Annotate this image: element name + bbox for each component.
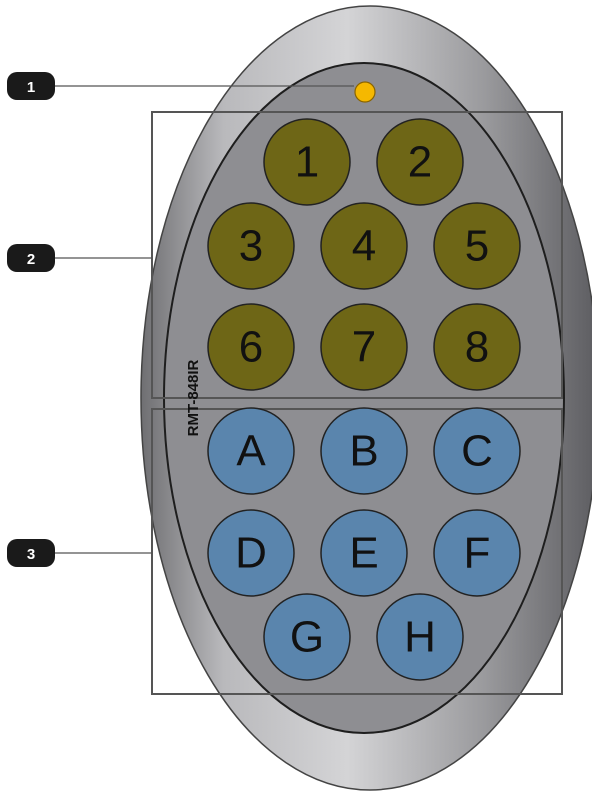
number-button-2-label: 2	[408, 138, 432, 187]
number-button-2[interactable]: 2	[376, 118, 464, 206]
number-button-5[interactable]: 5	[433, 202, 521, 290]
letter-button-b[interactable]: B	[320, 407, 408, 495]
number-button-1[interactable]: 1	[263, 118, 351, 206]
number-buttons: 1 2 3 4 5 6 7 8	[207, 118, 521, 391]
letter-button-h-label: H	[404, 613, 436, 662]
number-button-3-label: 3	[239, 222, 263, 271]
number-button-8-label: 8	[465, 323, 489, 372]
number-button-4-label: 4	[352, 222, 376, 271]
letter-button-a[interactable]: A	[207, 407, 295, 495]
letter-button-b-label: B	[349, 427, 378, 476]
letter-button-d-label: D	[235, 529, 267, 578]
letter-button-h[interactable]: H	[376, 593, 464, 681]
letter-button-c-label: C	[461, 427, 493, 476]
callout-3: 3	[7, 539, 55, 567]
callout-1-label: 1	[27, 79, 35, 96]
callout-3-label: 3	[27, 546, 35, 563]
number-button-6-label: 6	[239, 323, 263, 372]
letter-buttons: A B C D E F G H	[207, 407, 521, 681]
letter-button-f[interactable]: F	[433, 509, 521, 597]
number-button-6[interactable]: 6	[207, 303, 295, 391]
callout-1: 1	[7, 72, 55, 100]
letter-button-c[interactable]: C	[433, 407, 521, 495]
letter-button-g[interactable]: G	[263, 593, 351, 681]
number-button-4[interactable]: 4	[320, 202, 408, 290]
callout-2: 2	[7, 244, 55, 272]
number-button-3[interactable]: 3	[207, 202, 295, 290]
letter-button-f-label: F	[464, 529, 491, 578]
number-button-7[interactable]: 7	[320, 303, 408, 391]
number-button-5-label: 5	[465, 222, 489, 271]
letter-button-g-label: G	[290, 613, 324, 662]
letter-button-a-label: A	[236, 427, 266, 476]
callout-2-label: 2	[27, 251, 35, 268]
letter-button-d[interactable]: D	[207, 509, 295, 597]
letter-button-e-label: E	[349, 529, 378, 578]
model-label: RMT-848IR	[185, 359, 202, 436]
number-buttons-frame	[151, 111, 563, 399]
number-button-7-label: 7	[352, 323, 376, 372]
letter-button-e[interactable]: E	[320, 509, 408, 597]
number-button-1-label: 1	[295, 138, 319, 187]
status-led	[354, 81, 376, 103]
number-button-8[interactable]: 8	[433, 303, 521, 391]
